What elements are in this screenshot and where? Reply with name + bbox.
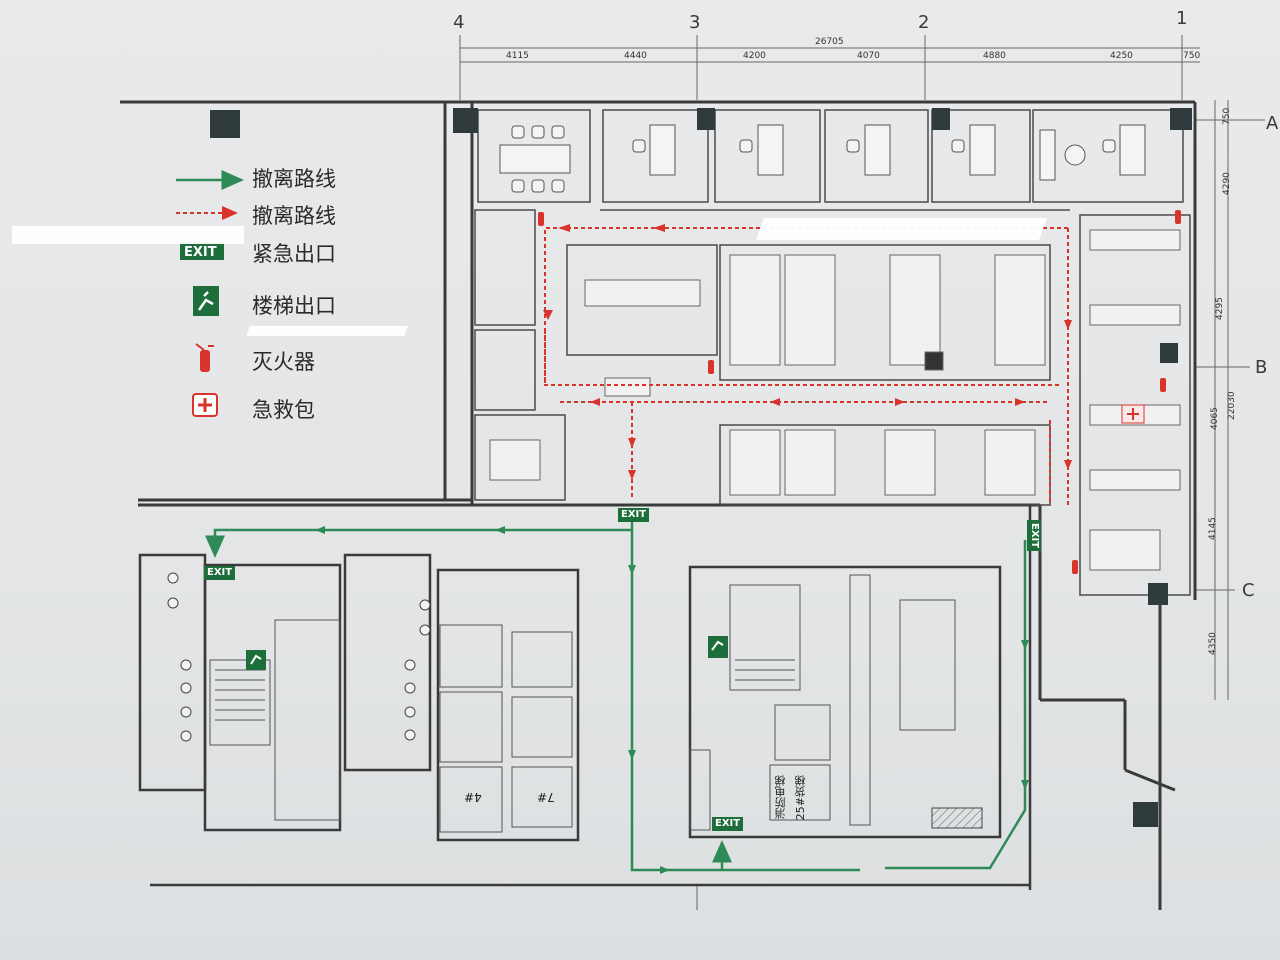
grid-row-c: C xyxy=(1242,580,1255,601)
dimension-right-1: 4290 xyxy=(1222,172,1232,195)
dimension-right-5: 4350 xyxy=(1208,632,1218,655)
core-walls xyxy=(138,505,1032,890)
hatched-shaft xyxy=(931,807,983,829)
grid-row-b: B xyxy=(1255,357,1268,378)
red-evac-arrows xyxy=(543,224,1072,480)
dimension-right-6: 750 xyxy=(1222,107,1232,125)
lift-label-fire-elevator: 消防电梯 xyxy=(774,775,787,819)
dimension-total-top: 26705 xyxy=(815,37,844,47)
lift-label-4: 4# xyxy=(464,790,482,804)
grid-axis-2: 2 xyxy=(918,12,930,33)
structural-columns xyxy=(210,108,1192,827)
exit-sign-fire-stair: EXIT xyxy=(712,817,744,831)
grid-row-a: A xyxy=(1266,113,1279,134)
grid-axis-1: 1 xyxy=(1176,8,1188,29)
toilet-fixtures xyxy=(167,572,431,742)
legend-label-stair-exit: 楼梯出口 xyxy=(252,294,336,318)
legend-label-red-route: 撤离路线 xyxy=(252,204,336,228)
lift-label-7: 7# xyxy=(537,790,555,804)
legend-exit-sign-text: EXIT xyxy=(184,245,217,260)
dimension-top-6: 4250 xyxy=(1110,51,1133,61)
office-walls xyxy=(120,100,1197,910)
legend-label-first-aid: 急救包 xyxy=(252,398,315,422)
green-evac-route xyxy=(205,522,1027,872)
glare-reflection xyxy=(246,326,408,336)
legend-icons: EXIT xyxy=(176,170,244,417)
legend-label-green-route: 撤离路线 xyxy=(252,167,336,191)
dimension-top-7: 750 xyxy=(1183,51,1201,61)
central-area xyxy=(474,209,1191,596)
dimension-top-4: 4070 xyxy=(857,51,880,61)
dimension-top-3: 4200 xyxy=(743,51,766,61)
dimension-right-2: 4295 xyxy=(1215,297,1225,320)
top-room-furniture xyxy=(499,124,1146,193)
dimension-top-5: 4880 xyxy=(983,51,1006,61)
glare-reflection xyxy=(755,218,1048,240)
dimension-right-4: 4145 xyxy=(1208,517,1218,540)
plan-stair-exit-icons xyxy=(246,636,728,670)
grid-dimension-lines xyxy=(459,35,1265,910)
exit-sign-corridor: EXIT xyxy=(618,508,650,522)
lift-label-freight: 25#货梯 xyxy=(794,775,807,821)
exit-sign-west-stair: EXIT xyxy=(204,566,236,580)
core-details xyxy=(209,574,956,833)
grid-axis-4: 4 xyxy=(453,12,465,33)
dimension-right-3: 4065 xyxy=(1210,407,1220,430)
exit-sign-east: EXIT xyxy=(1027,520,1041,552)
dimension-right-total: 22030 xyxy=(1227,391,1237,420)
legend-label-emergency-exit: 紧急出口 xyxy=(252,242,336,266)
grid-axis-3: 3 xyxy=(689,12,701,33)
top-meeting-rooms xyxy=(477,109,1184,211)
legend-label-fire-extinguisher: 灭火器 xyxy=(252,350,315,374)
dimension-top-1: 4115 xyxy=(506,51,529,61)
plan-fire-extinguishers xyxy=(538,210,1181,574)
green-evac-arrows xyxy=(315,526,1029,874)
workstation-grid xyxy=(489,229,1181,571)
dimension-top-2: 4440 xyxy=(624,51,647,61)
glare-reflection xyxy=(12,226,244,244)
